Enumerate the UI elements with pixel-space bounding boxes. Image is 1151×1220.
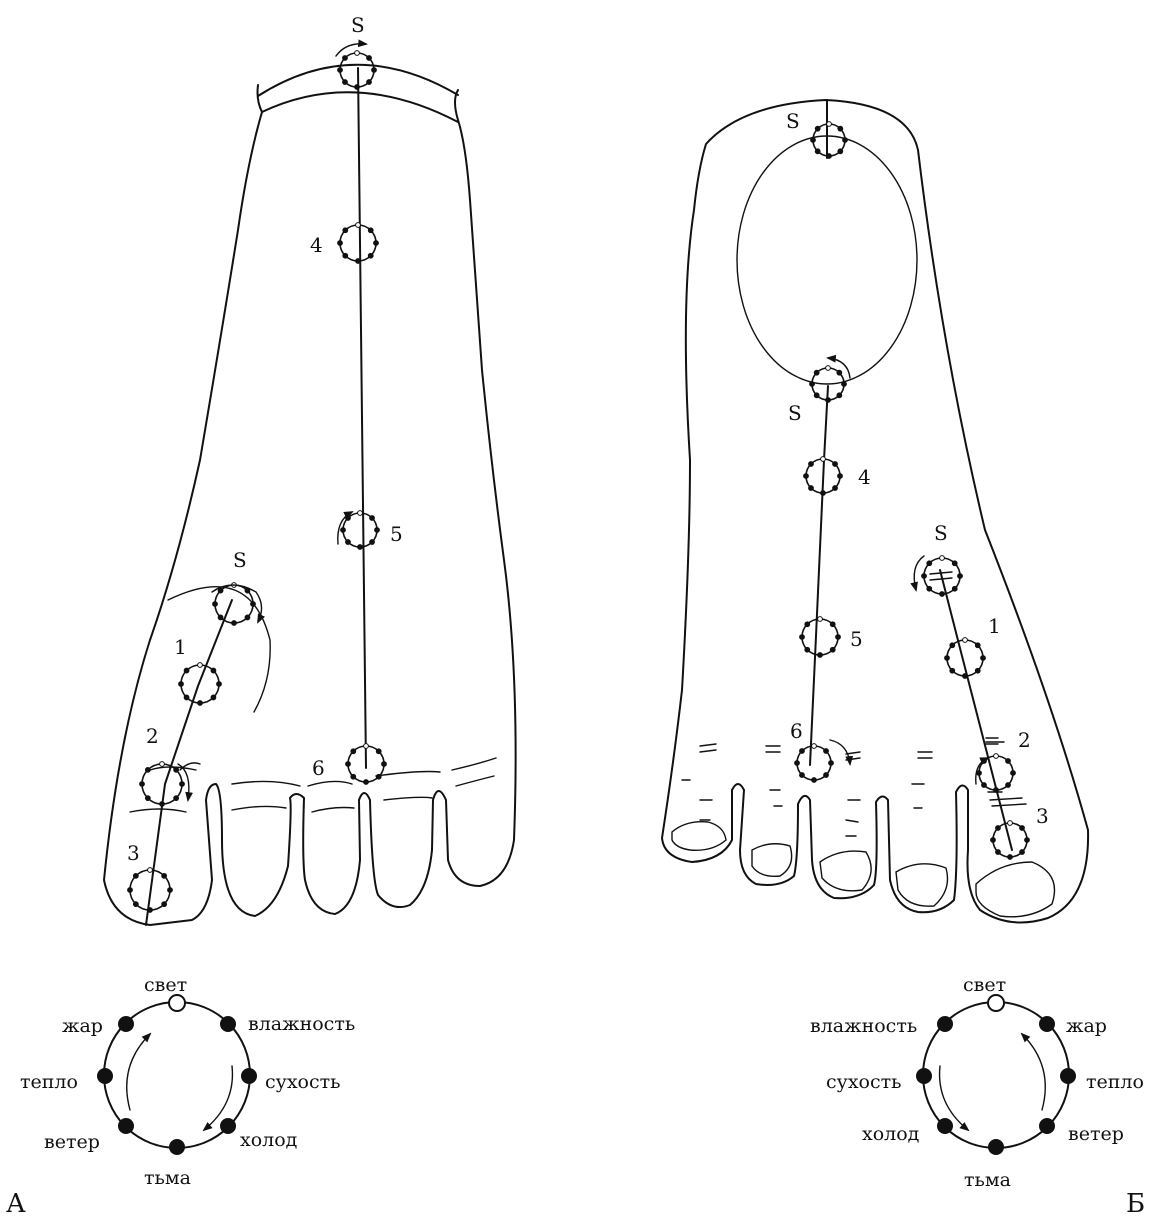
foot-b-outline xyxy=(662,100,1088,923)
legend-a-node xyxy=(118,1016,134,1032)
label-s-top-b: S xyxy=(786,109,800,133)
legend-a-node xyxy=(220,1016,236,1032)
legend-b-light-node xyxy=(988,995,1004,1011)
circles-b xyxy=(795,122,1030,860)
legend-b-upper-right: жар xyxy=(1066,1015,1107,1037)
label-5-b: 5 xyxy=(850,627,863,651)
label-1-b: 1 xyxy=(988,614,1001,638)
rotation-arrows-a xyxy=(130,44,366,812)
channel-point-s-top-b xyxy=(811,122,848,159)
legend-b-node xyxy=(937,1016,953,1032)
label-s-mid-b: S xyxy=(788,401,802,425)
legend-a-node xyxy=(241,1068,257,1084)
legend-a-bottom: тьма xyxy=(144,1167,191,1189)
label-1-a: 1 xyxy=(174,635,187,659)
legend-b-right: тепло xyxy=(1086,1071,1144,1093)
legend-a-lower-right: холод xyxy=(240,1129,297,1151)
legend-a-node xyxy=(97,1068,113,1084)
legend-b-bottom: тьма xyxy=(964,1169,1011,1191)
legend-b-node xyxy=(1060,1068,1076,1084)
legend-b-left: сухость xyxy=(826,1071,901,1093)
legend-b-node xyxy=(916,1068,932,1084)
channel-point-5-b xyxy=(800,617,841,658)
legend-b-node xyxy=(1039,1016,1055,1032)
legend-a-left: тепло xyxy=(20,1071,78,1093)
foot-a-outline xyxy=(104,65,516,925)
legend-a-node xyxy=(220,1118,236,1134)
legend-b-lower-right: ветер xyxy=(1068,1123,1124,1145)
legend-b-node xyxy=(937,1118,953,1134)
panel-label-a: А xyxy=(6,1189,26,1219)
legend-a-top: свет xyxy=(144,974,187,996)
panel-b: S S 4 5 6 S 1 2 3 xyxy=(662,100,1088,923)
panel-label-b: Б xyxy=(1126,1189,1145,1219)
legend-a-upper-left: жар xyxy=(62,1015,103,1037)
label-2-b: 2 xyxy=(1018,728,1031,752)
label-6-a: 6 xyxy=(312,756,325,780)
legend-a-light-node xyxy=(169,995,185,1011)
label-3-a: 3 xyxy=(127,841,140,865)
legend-a-right: сухость xyxy=(265,1071,340,1093)
legend-a-lower-left: ветер xyxy=(44,1131,100,1153)
channel-point-s-top-a xyxy=(338,51,377,90)
label-s-toe-a: S xyxy=(233,548,247,572)
label-6-b: 6 xyxy=(790,719,803,743)
label-4-b: 4 xyxy=(858,465,871,489)
legend-b: свет влажность жар сухость тепло холод в… xyxy=(810,974,1144,1191)
legend-a-upper-right: влажность xyxy=(248,1013,355,1035)
panel-a: S 4 5 6 S 1 2 3 xyxy=(104,13,516,925)
legend-b-upper-left: влажность xyxy=(810,1015,917,1037)
label-2-a: 2 xyxy=(146,724,159,748)
label-s-toe-b: S xyxy=(934,521,948,545)
channel-point-1-b xyxy=(945,638,986,679)
channel-point-4-a xyxy=(338,223,379,264)
label-3-b: 3 xyxy=(1036,804,1049,828)
legend-a: свет жар влажность тепло сухость ветер х… xyxy=(20,974,355,1189)
channel-point-1-a xyxy=(179,663,222,706)
legend-b-lower-left: холод xyxy=(862,1123,919,1145)
legend-b-node xyxy=(988,1139,1004,1155)
label-4-a: 4 xyxy=(310,233,323,257)
legend-a-node xyxy=(118,1118,134,1134)
label-s-top-a: S xyxy=(351,13,365,37)
legend-b-top: свет xyxy=(963,974,1006,996)
channel-point-6-b xyxy=(795,744,834,783)
label-5-a: 5 xyxy=(390,522,403,546)
legend-b-node xyxy=(1039,1118,1055,1134)
legend-a-node xyxy=(169,1139,185,1155)
